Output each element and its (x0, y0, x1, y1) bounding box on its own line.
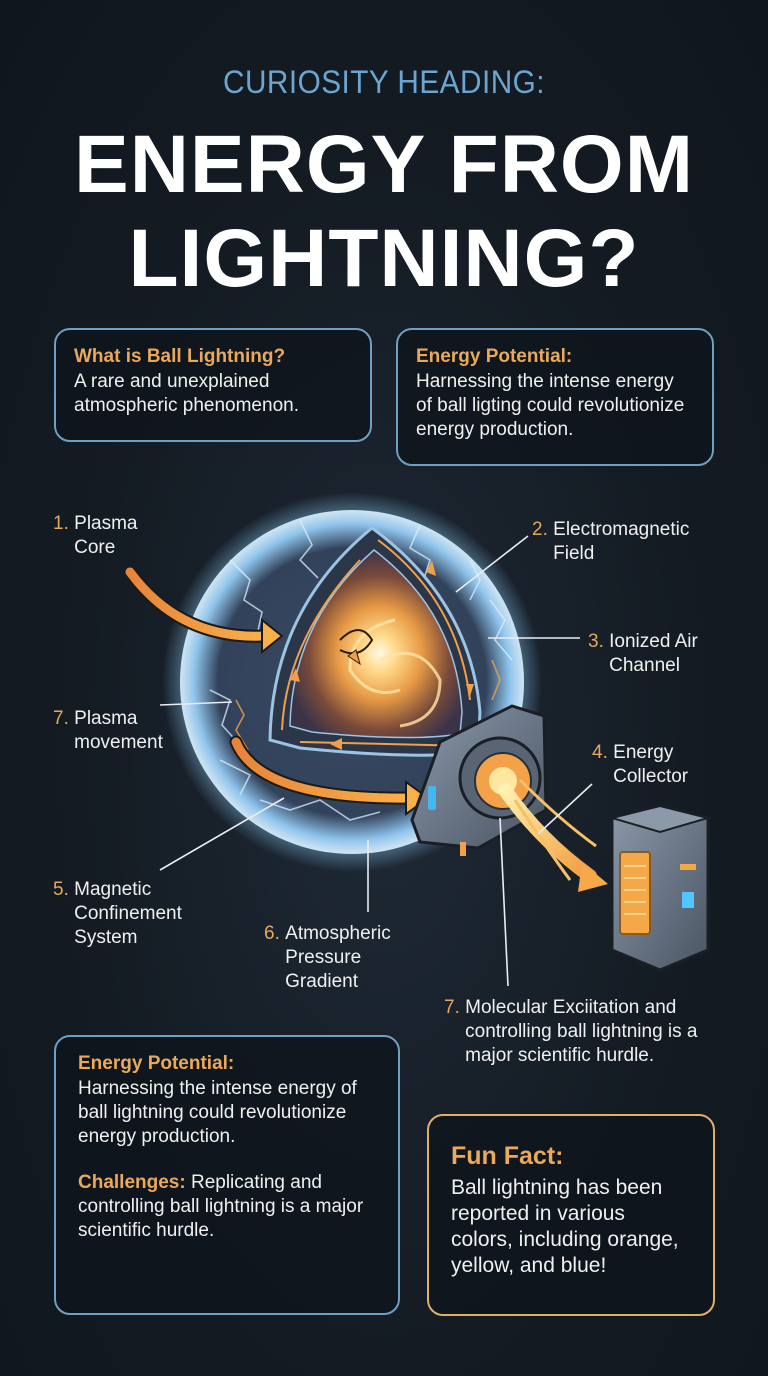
card-body: Harnessing the intense energy of ball li… (416, 371, 685, 440)
card-title: Energy Potential: (416, 346, 573, 367)
title-line-1: ENERGY FROM (74, 119, 694, 210)
card-energy-potential-top: Energy Potential: Harnessing the intense… (396, 328, 714, 466)
challenges-title: Challenges: (78, 1172, 186, 1193)
label-plasma-core: 1. Plasma Core (53, 513, 138, 558)
label-magnetic-confinement-system: 5. Magnetic Confinement System (53, 879, 182, 948)
kicker-heading: CURIOSITY HEADING: (222, 64, 545, 100)
label-atmospheric-pressure-gradient: 6. Atmospheric Pressure Gradient (264, 923, 391, 992)
card-fun-fact: Fun Fact: Ball lightning has been report… (427, 1114, 715, 1316)
arrow-plasma-movement (231, 737, 415, 803)
lightning-veins (209, 519, 513, 821)
card-energy-potential-bottom: Energy Potential: Harnessing the intense… (54, 1035, 400, 1315)
challenges-paragraph: Challenges: Replicating and controlling … (78, 1171, 378, 1243)
energy-collector-device (410, 704, 548, 856)
card-title: Energy Potential: (78, 1053, 235, 1074)
title-line-2: LIGHTNING? (128, 213, 640, 304)
arrow-plasma-core (125, 567, 270, 641)
label-ionized-air-channel: 3. Ionized Air Channel (588, 631, 698, 676)
label-electromagnetic-field: 2. Electromagnetic Field (532, 519, 690, 564)
challenges-body: Replicating and controlling ball lightni… (78, 1172, 364, 1241)
card-title: What is Ball Lightning? (74, 346, 286, 367)
label-plasma-movement: 7. Plasma movement (53, 708, 163, 753)
card-what-is-ball-lightning: What is Ball Lightning? A rare and unexp… (54, 328, 372, 442)
energy-storage-unit (608, 804, 712, 972)
label-energy-collector: 4. Energy Collector (592, 742, 689, 787)
energy-beams (498, 778, 608, 892)
page-title: ENERGY FROM LIGHTNING? (0, 118, 768, 306)
plasma-core (289, 549, 463, 739)
card-title: Fun Fact: (451, 1142, 564, 1170)
card-body: Harnessing the intense energy of ball li… (78, 1078, 357, 1147)
card-body: Ball lightning has been reported in vari… (451, 1176, 679, 1277)
leader-lines (159, 535, 593, 987)
label-molecular-excitation: 7. Molecular Exciitation and controlling… (444, 997, 698, 1066)
card-body: A rare and unexplained atmospheric pheno… (74, 371, 299, 416)
